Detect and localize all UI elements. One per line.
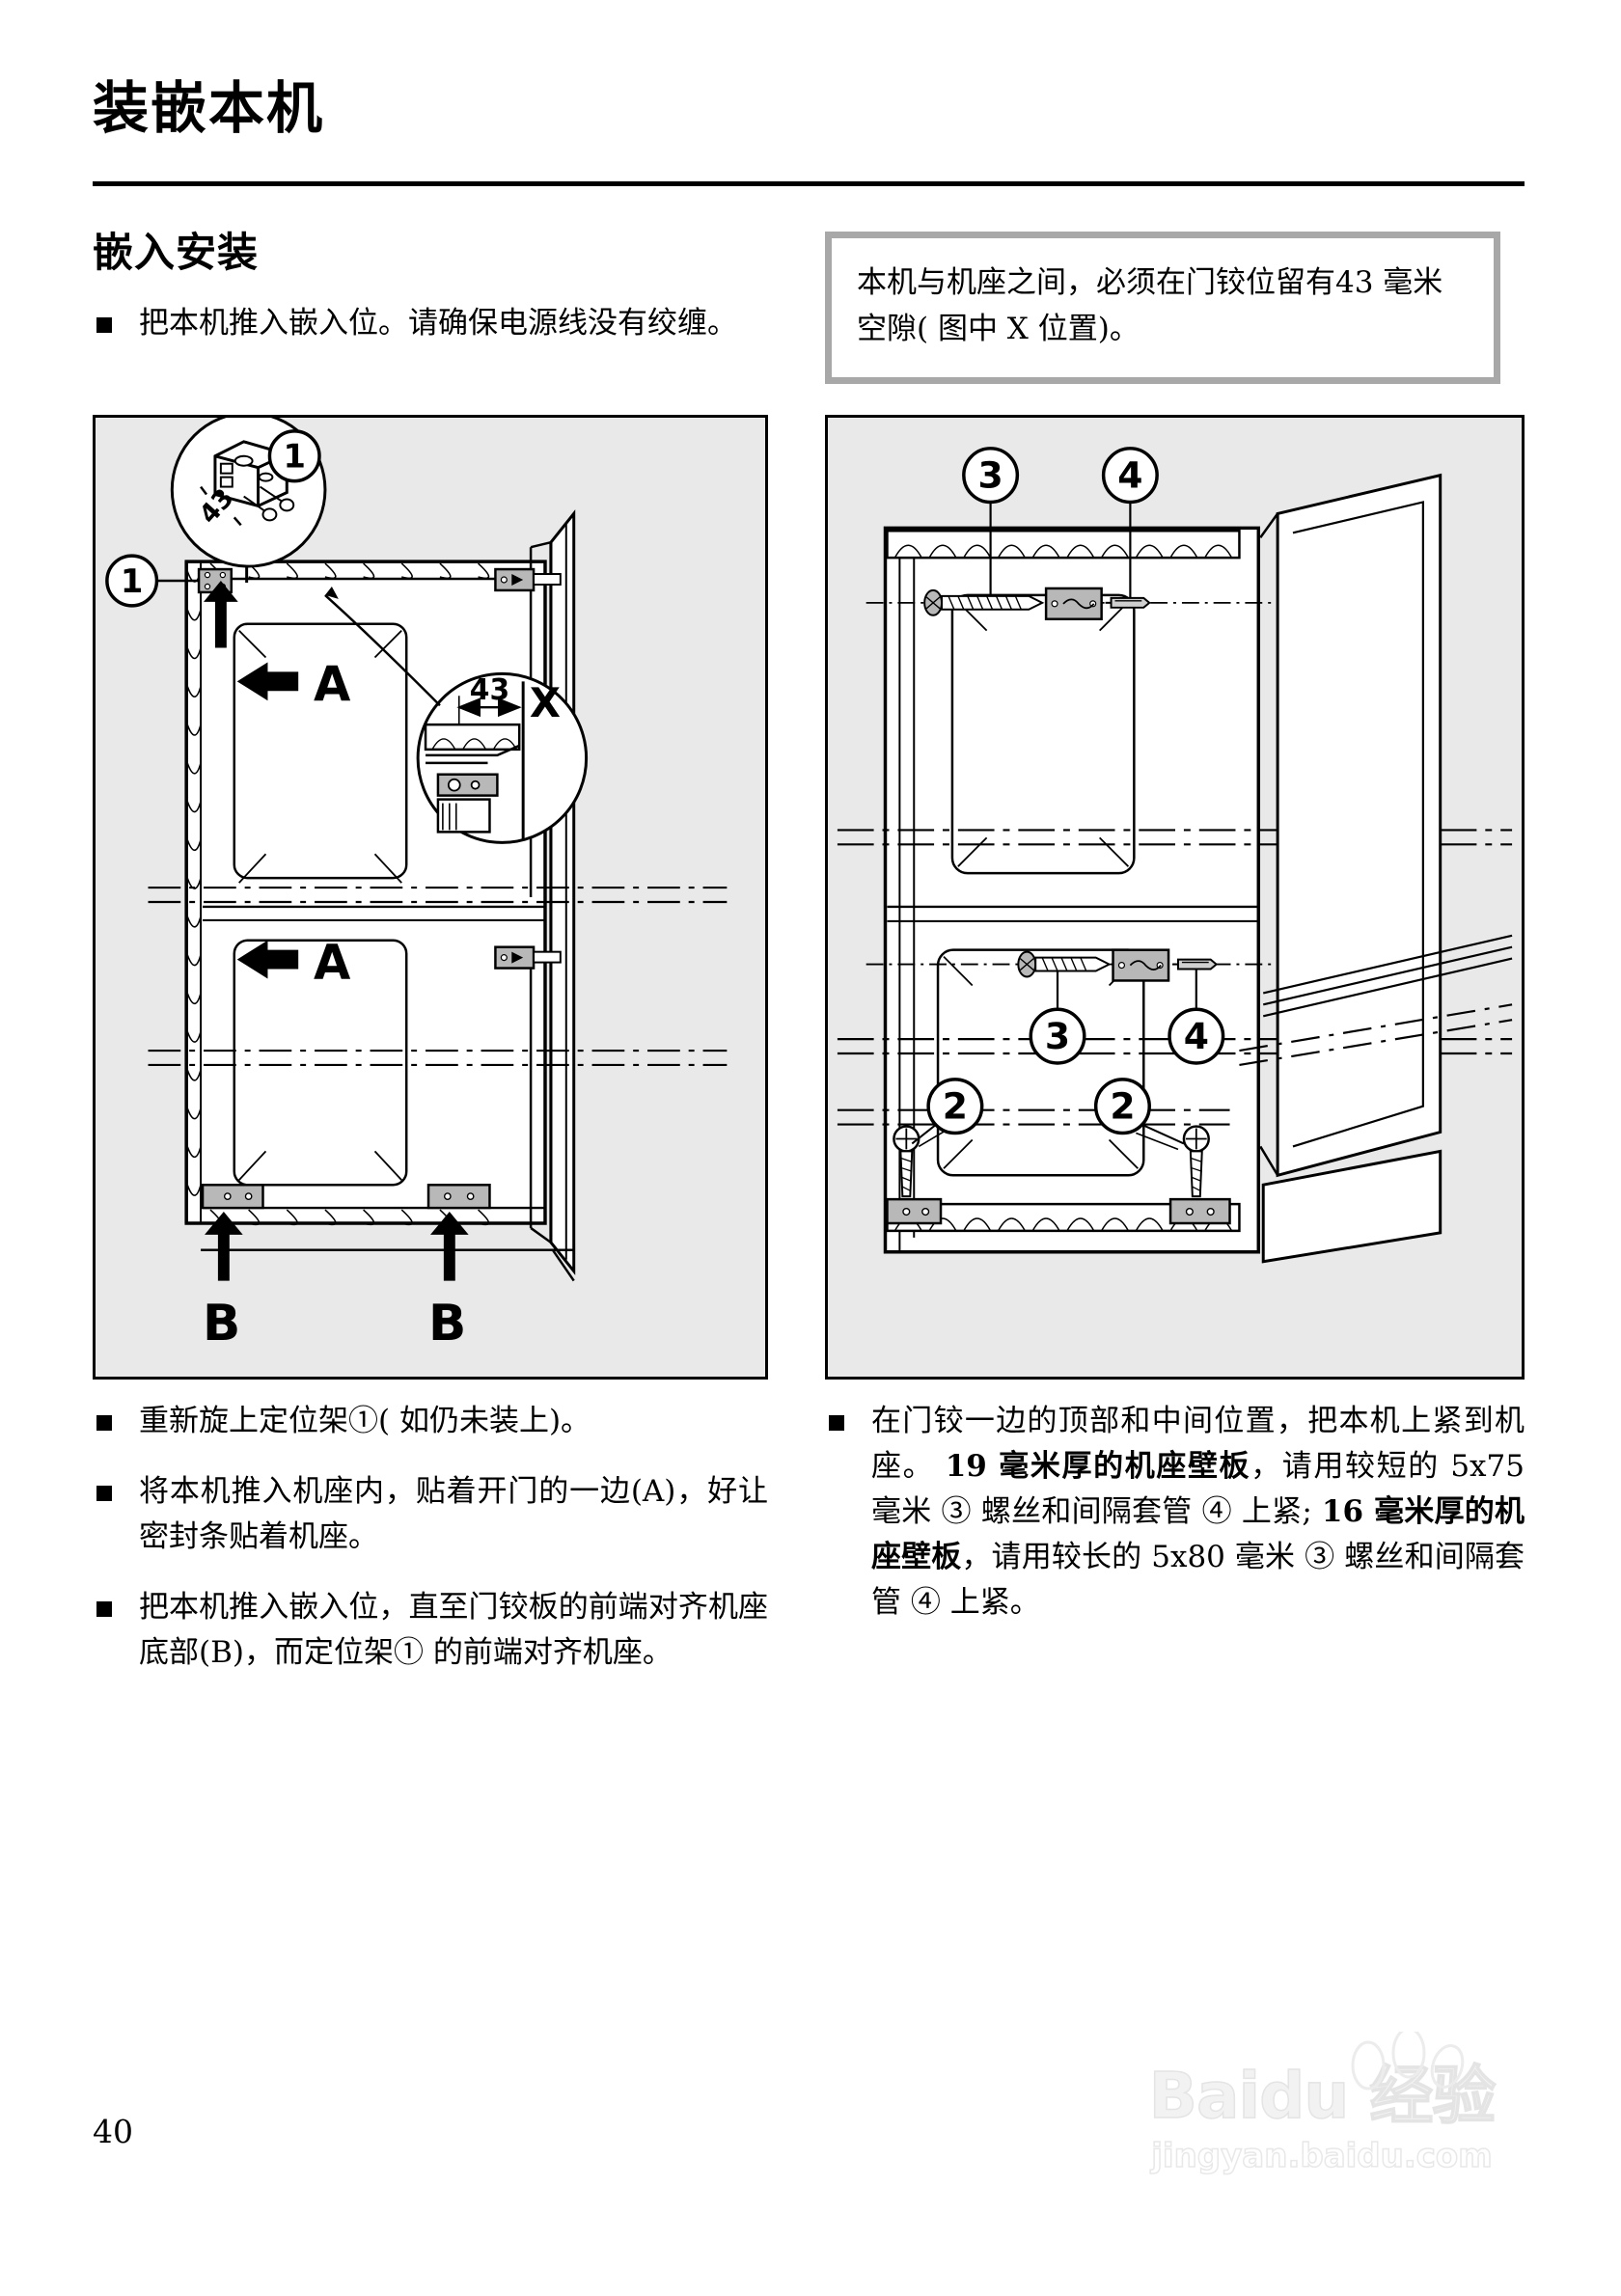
list-item-label: 重新旋上定位架①( 如仍未装上)。 bbox=[139, 1404, 591, 1438]
figure-left: 43 1 1 bbox=[93, 415, 768, 1380]
list-item-label: 把本机推入嵌入位，直至门铰板的前端对齐机座底部(B)，而定位架① 的前端对齐机座… bbox=[139, 1590, 768, 1671]
svg-text:4: 4 bbox=[1117, 454, 1142, 497]
callout-a-upper: A bbox=[236, 656, 351, 712]
list-item: 把本机推入嵌入位，直至门铰板的前端对齐机座底部(B)，而定位架① 的前端对齐机座… bbox=[93, 1585, 768, 1676]
callout-1-detail: 1 bbox=[267, 429, 321, 483]
svg-text:3: 3 bbox=[977, 454, 1003, 497]
callout-b-right: B bbox=[428, 1212, 469, 1353]
list-item-label: 将本机推入机座内，贴着开门的一边(A)，好让密封条贴着机座。 bbox=[139, 1474, 768, 1555]
list-item: 重新旋上定位架①( 如仍未装上)。 bbox=[93, 1399, 768, 1444]
callout-3-top bbox=[962, 447, 1020, 505]
appliance-front-view-diagram: 43 1 1 bbox=[96, 418, 765, 1377]
svg-text:2: 2 bbox=[1110, 1085, 1135, 1128]
appliance-fixing-screws-diagram: 3 4 bbox=[828, 418, 1522, 1377]
page-title: 装嵌本机 bbox=[93, 75, 325, 141]
note-box: 本机与机座之间，必须在门铰位留有43 毫米空隙( 图中 X 位置)。 bbox=[825, 232, 1500, 385]
svg-text:A: A bbox=[314, 934, 351, 990]
list-item-label: 在门铰一边的顶部和中间位置，把本机上紧到机座。 19 毫米厚的机座壁板，请用较短… bbox=[871, 1404, 1525, 1621]
bullet-square-icon bbox=[96, 1486, 112, 1502]
svg-text:1: 1 bbox=[283, 438, 305, 476]
fixing-middle: 3 4 bbox=[865, 948, 1278, 1065]
list-item-label: 把本机推入嵌入位。请确保电源线没有绞缠。 bbox=[139, 306, 737, 341]
callout-2-right bbox=[1093, 1078, 1151, 1135]
left-intro-bullets: 把本机推入嵌入位。请确保电源线没有绞缠。 bbox=[93, 301, 768, 371]
section-heading: 嵌入安装 bbox=[93, 229, 260, 276]
bullet-square-icon bbox=[829, 1415, 844, 1431]
gap-dimension-43: 43 bbox=[470, 673, 509, 707]
callout-4-top bbox=[1101, 447, 1159, 505]
figure-right: 3 4 bbox=[825, 415, 1525, 1380]
title-divider bbox=[93, 181, 1525, 186]
watermark-sub: jingyan.baidu.com bbox=[1151, 2137, 1494, 2175]
note-text: 本机与机座之间，必须在门铰位留有43 毫米空隙( 图中 X 位置)。 bbox=[857, 265, 1443, 347]
paw-icon bbox=[1351, 2032, 1465, 2091]
page-number: 40 bbox=[93, 2113, 133, 2150]
list-item: 把本机推入嵌入位。请确保电源线没有绞缠。 bbox=[93, 301, 768, 346]
watermark-main: Baidu 经验 bbox=[1148, 2059, 1497, 2133]
bullet-square-icon bbox=[96, 1601, 112, 1618]
svg-text:B: B bbox=[428, 1295, 466, 1353]
fixing-top: 3 4 bbox=[865, 447, 1278, 620]
svg-text:4: 4 bbox=[1184, 1015, 1209, 1057]
svg-text:2: 2 bbox=[943, 1085, 968, 1128]
right-bottom-bullets: 在门铰一边的顶部和中间位置，把本机上紧到机座。 19 毫米厚的机座壁板，请用较短… bbox=[825, 1399, 1525, 1652]
callout-b-left: B bbox=[203, 1212, 243, 1353]
svg-text:1: 1 bbox=[121, 562, 143, 600]
callout-1-bracket: 1 bbox=[105, 554, 200, 608]
callout-2-left bbox=[926, 1078, 984, 1135]
callout-a-lower: A bbox=[236, 934, 351, 991]
list-item: 将本机推入机座内，贴着开门的一边(A)，好让密封条贴着机座。 bbox=[93, 1469, 768, 1560]
list-item: 在门铰一边的顶部和中间位置，把本机上紧到机座。 19 毫米厚的机座壁板，请用较短… bbox=[825, 1399, 1525, 1626]
svg-text:A: A bbox=[314, 656, 351, 712]
left-bottom-bullets: 重新旋上定位架①( 如仍未装上)。 将本机推入机座内，贴着开门的一边(A)，好让… bbox=[93, 1399, 768, 1702]
svg-text:3: 3 bbox=[1045, 1015, 1070, 1057]
watermark: Baidu 经验 jingyan.baidu.com bbox=[1100, 2032, 1544, 2175]
bullet-square-icon bbox=[96, 1415, 112, 1431]
svg-text:B: B bbox=[203, 1295, 240, 1353]
gap-location-marker-x: X bbox=[530, 679, 561, 726]
detail-circle-x-group: 43 X bbox=[416, 671, 589, 844]
fixing-bottom: 2 2 bbox=[886, 1078, 1231, 1225]
bullet-square-icon bbox=[96, 317, 112, 333]
